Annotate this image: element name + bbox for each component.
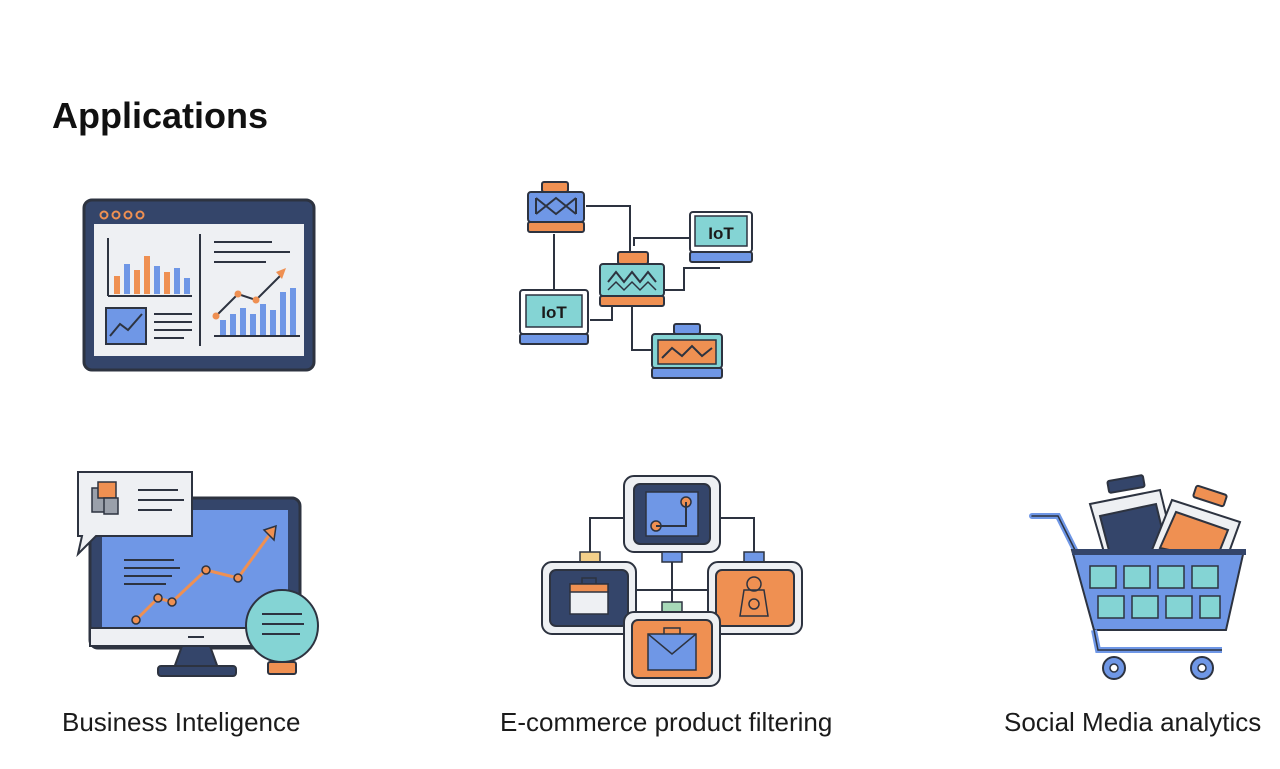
iot-label-left: IoT [541,303,567,322]
caption-business-intelligence: Business Inteligence [62,707,301,737]
iot-network-icon: IoT IoT [512,178,762,393]
caption-ecommerce: E-commerce product filtering [500,707,833,737]
caption-social-media: Social Media analytics [1004,707,1262,737]
shopping-cart-icon [1026,470,1256,693]
iot-label-top-right: IoT [708,224,734,243]
analytics-monitor-chat-icon [74,468,326,689]
product-network-icon [538,472,806,697]
page-title: Applications [52,95,269,136]
dashboard-monitor-icon [80,196,320,379]
